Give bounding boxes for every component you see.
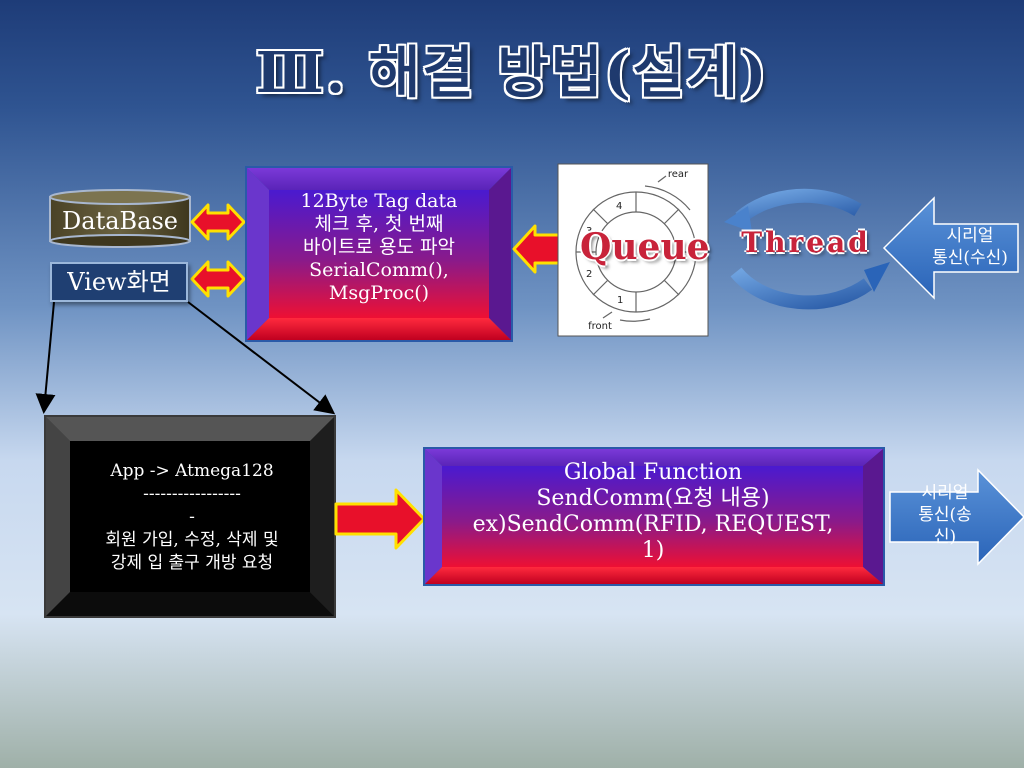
app-to-global-arrow: [334, 488, 426, 550]
app-line-5: 강제 입 출구 개방 요청: [110, 553, 274, 573]
queue-slot-4: 4: [616, 201, 622, 212]
app-line-1: App -> Atmega128: [110, 461, 274, 481]
app-line-4: 회원 가입, 수정, 삭제 및: [105, 530, 279, 550]
serial-send-arrow: [889, 468, 1024, 566]
parser-line-3: 바이트로 용도 파악: [303, 236, 455, 258]
global-line-4: 1): [641, 538, 665, 563]
queue-label: Queue: [580, 226, 710, 268]
database-label: DataBase: [62, 207, 178, 235]
parser-line-1: 12Byte Tag data: [300, 190, 458, 212]
serial-receive-line-1: 시리얼: [946, 226, 994, 246]
global-function-text: Global Function SendComm(요청 내용) ex)SendC…: [450, 460, 856, 564]
queue-card: [557, 163, 709, 337]
app-box: [44, 415, 336, 618]
serial-send-line-2: 통신(송: [918, 505, 972, 525]
serial-receive-arrow: [882, 196, 1019, 300]
database-cylinder: [49, 189, 191, 248]
parser-line-2: 체크 후, 첫 번째: [314, 213, 444, 235]
serial-receive-text: 시리얼 통신(수신): [922, 225, 1018, 269]
app-box-text: App -> Atmega128 ----------------- - 회원 …: [72, 460, 312, 575]
slide-title: Ⅲ. 해결 방법(설계): [255, 40, 769, 106]
global-line-1: Global Function: [563, 460, 743, 485]
parser-box: [245, 166, 513, 342]
queue-to-parser-arrow: [512, 224, 562, 274]
queue-rear-label: rear: [668, 169, 689, 180]
app-line-2: -----------------: [143, 484, 241, 504]
queue-slot-2: 2: [586, 269, 592, 280]
db-double-arrow: [190, 203, 246, 241]
view-double-arrow: [190, 260, 246, 298]
parser-line-5: MsgProc(): [328, 282, 430, 304]
thread-cycle-arrows: [724, 188, 890, 310]
serial-send-line-3: 신): [933, 527, 957, 547]
queue-slot-1: 1: [617, 295, 623, 306]
serial-send-line-1: 시리얼: [921, 483, 969, 503]
parser-line-4: SerialComm(),: [309, 259, 449, 281]
app-line-3: -: [189, 507, 195, 527]
serial-receive-line-2: 통신(수신): [932, 248, 1008, 268]
global-line-2: SendComm(요청 내용): [536, 486, 770, 511]
queue-front-label: front: [588, 321, 612, 332]
queue-slot-3: 3: [586, 226, 592, 237]
queue-ring-diagram: [575, 175, 697, 322]
view-to-app-arrow-right: [187, 301, 336, 415]
parser-box-text: 12Byte Tag data 체크 후, 첫 번째 바이트로 용도 파악 Se…: [270, 190, 488, 305]
serial-send-text: 시리얼 통신(송 신): [900, 482, 990, 548]
global-function-box: [423, 447, 885, 586]
thread-label: Thread: [741, 226, 871, 259]
view-to-app-arrow: [35, 301, 56, 414]
view-screen-box: View화면: [50, 262, 188, 302]
global-line-3: ex)SendComm(RFID, REQUEST,: [472, 512, 834, 537]
